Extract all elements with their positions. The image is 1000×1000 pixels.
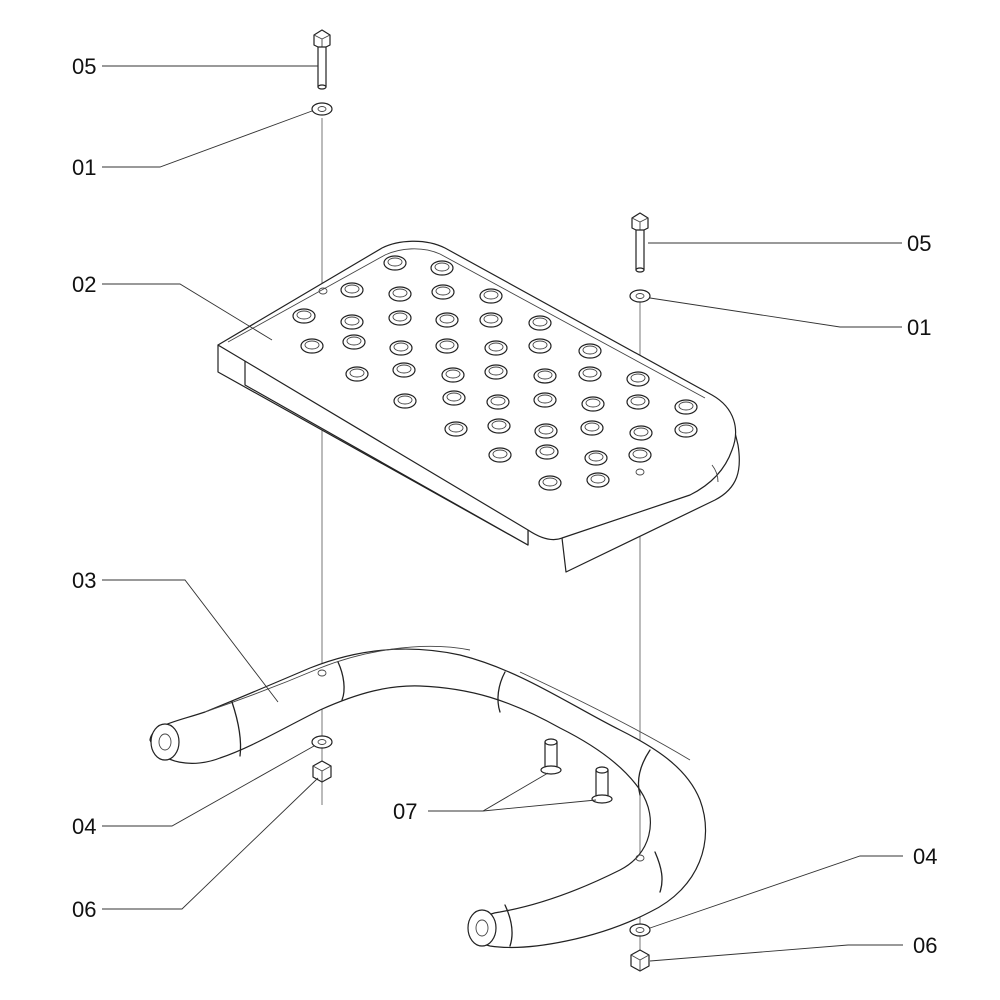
dimple-inner [439, 340, 455, 350]
callout-07-studs: 07 [393, 799, 417, 824]
dimple-inner [296, 310, 312, 320]
nut-left [312, 760, 332, 783]
dimple-inner [633, 427, 649, 437]
tubular-frame [149, 645, 707, 948]
dimple-inner [532, 340, 548, 350]
dimple-inner [491, 420, 507, 430]
dimple-inner [488, 366, 504, 376]
stud-a [540, 738, 562, 775]
dimple-inner [346, 336, 362, 346]
callout-05-right: 05 [907, 231, 931, 256]
stud-b [591, 766, 613, 804]
dimple-inner [483, 290, 499, 300]
dimple-inner [590, 474, 606, 484]
dimple-inner [630, 373, 646, 383]
tube-end-right-icon [467, 909, 497, 947]
dimple-inner [585, 398, 601, 408]
step-plate [217, 240, 740, 573]
callout-06-left: 06 [72, 897, 96, 922]
dimple-inner [537, 370, 553, 380]
dimple-inner [392, 288, 408, 298]
leader-lines [102, 65, 903, 962]
dimple-inner [435, 286, 451, 296]
dimple-inner [532, 317, 548, 327]
dimple-inner [584, 422, 600, 432]
callout-01-top-left: 01 [72, 155, 96, 180]
bolt-right [631, 212, 649, 273]
washer-bottom-left [311, 735, 333, 749]
dimple-inner [448, 423, 464, 433]
perforation-dimples [292, 255, 698, 491]
dimple-inner [397, 395, 413, 405]
callout-03-frame: 03 [72, 568, 96, 593]
bolt-left [313, 29, 331, 90]
washer-bottom-right [629, 923, 651, 937]
dimple-inner [393, 342, 409, 352]
dimple-inner [488, 342, 504, 352]
dimple-inner [678, 401, 694, 411]
dimple-inner [490, 396, 506, 406]
dimple-inner [582, 368, 598, 378]
dimple-inner [439, 314, 455, 324]
washer-top-right [629, 289, 651, 303]
dimple-inner [538, 425, 554, 435]
dimple-inner [446, 392, 462, 402]
dimple-inner [304, 340, 320, 350]
dimple-inner [392, 312, 408, 322]
callout-06-right: 06 [913, 933, 937, 958]
callout-05-top-left: 05 [72, 54, 96, 79]
dimple-inner [537, 394, 553, 404]
dimple-inner [344, 284, 360, 294]
dimple-inner [492, 449, 508, 459]
dimple-inner [630, 396, 646, 406]
dimple-inner [396, 364, 412, 374]
dimple-inner [588, 452, 604, 462]
dimple-inner [344, 316, 360, 326]
dimple-inner [582, 345, 598, 355]
washer-top-left [311, 102, 333, 116]
dimple-inner [349, 368, 365, 378]
dimple-inner [387, 257, 403, 267]
dimple-inner [445, 369, 461, 379]
dimple-inner [434, 262, 450, 272]
dimple-inner [632, 449, 648, 459]
tube-end-left-icon [150, 723, 180, 761]
callout-02-step-plate: 02 [72, 272, 96, 297]
dimple-inner [483, 314, 499, 324]
nut-right [630, 949, 650, 972]
dimple-inner [542, 477, 558, 487]
callout-04-right: 04 [913, 844, 937, 869]
callout-04-left: 04 [72, 814, 96, 839]
dimple-inner [678, 424, 694, 434]
callout-01-right: 01 [907, 315, 931, 340]
dimple-inner [539, 446, 555, 456]
